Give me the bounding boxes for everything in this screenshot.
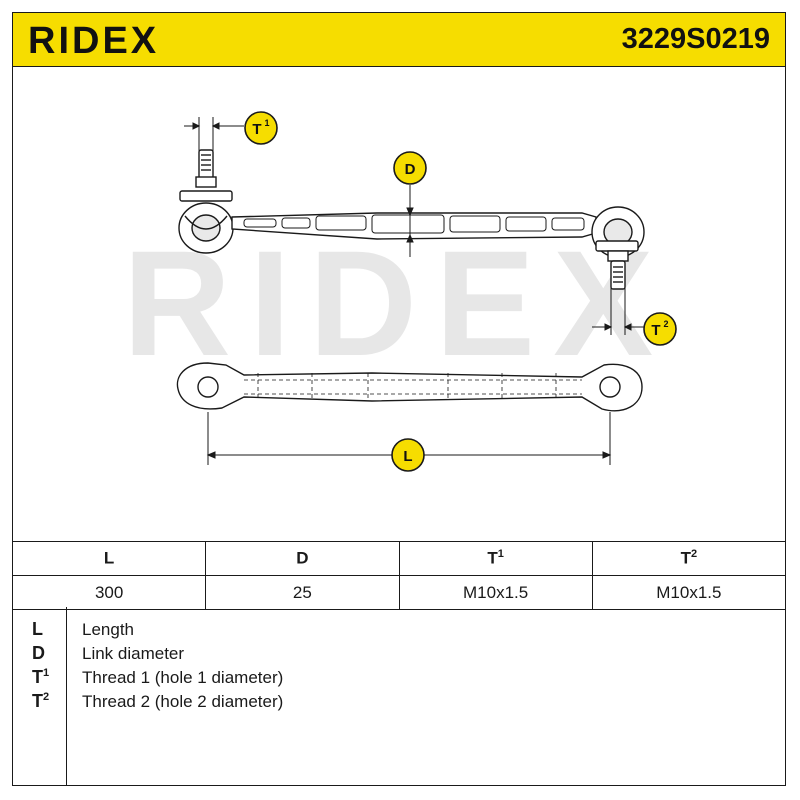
legend-item-t2: T2 Thread 2 (hole 2 diameter) [12, 691, 786, 715]
top-view-hole-right [599, 376, 621, 398]
legend: L Length D Link diameter T1 Thread 1 (ho… [12, 607, 786, 786]
callout-d: D [393, 151, 427, 185]
callout-t1-sup: 1 [264, 118, 269, 128]
legend-desc: Thread 2 (hole 2 diameter) [82, 692, 284, 711]
legend-item-d: D Link diameter [12, 643, 786, 667]
brand-logo: RIDEX [28, 20, 160, 62]
callout-t2-sup: 2 [663, 319, 668, 329]
spec-table-values: 300 25 M10x1.5 M10x1.5 [11, 575, 787, 610]
callout-t1-letter: T [252, 121, 261, 138]
dimension-d [406, 185, 414, 257]
spec-value-d: 25 [205, 575, 400, 610]
right-nut [607, 250, 629, 262]
callout-l: L [391, 438, 425, 472]
top-view-outline [176, 362, 643, 412]
top-view [176, 362, 643, 412]
spec-value-l: 300 [11, 575, 207, 610]
spec-header-t2: T2 [591, 541, 787, 576]
spec-header-d: D [205, 541, 400, 576]
callout-l-letter: L [403, 448, 412, 465]
dimension-t1 [184, 117, 244, 153]
header-bar [12, 12, 786, 67]
technical-drawing: RIDEX [12, 67, 786, 542]
callout-d-letter: D [405, 161, 416, 178]
left-nut [195, 176, 217, 188]
spec-table: L D T1 T2 300 25 M10x1.5 M10x1.5 [11, 541, 787, 610]
right-stud [610, 260, 626, 290]
callout-t2: T 2 [643, 312, 677, 346]
dimension-t2 [592, 287, 644, 335]
top-view-hole-left [197, 376, 219, 398]
legend-key: T1 [32, 667, 50, 687]
legend-desc: Link diameter [82, 644, 185, 663]
legend-key: L [32, 619, 43, 639]
legend-item-l: L Length [12, 619, 786, 643]
spec-value-t2: M10x1.5 [591, 575, 787, 610]
legend-desc: Length [82, 620, 134, 639]
legend-item-t1: T1 Thread 1 (hole 1 diameter) [12, 667, 786, 691]
left-stud [198, 149, 214, 179]
legend-divider [66, 607, 67, 786]
callout-t2-letter: T [651, 322, 660, 339]
spec-value-t1: M10x1.5 [398, 575, 593, 610]
part-number: 3229S0219 [621, 23, 770, 55]
legend-key: D [32, 643, 45, 663]
spec-header-l: L [11, 541, 207, 576]
side-view [178, 149, 645, 290]
callout-t1: T 1 [244, 111, 278, 145]
spec-table-header: L D T1 T2 [11, 541, 787, 576]
legend-key: T2 [32, 691, 50, 711]
legend-desc: Thread 1 (hole 1 diameter) [82, 668, 284, 687]
spec-header-t1: T1 [398, 541, 593, 576]
